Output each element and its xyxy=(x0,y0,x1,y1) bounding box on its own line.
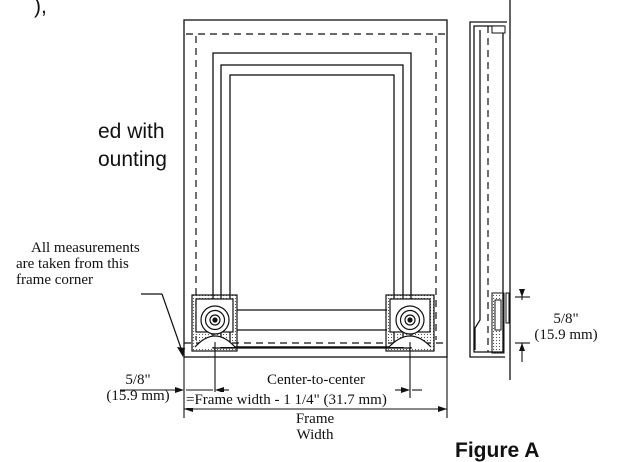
caption-fragment-line1: ed with xyxy=(98,120,165,143)
corner-offset-mm: (15.9 mm) xyxy=(106,388,170,405)
left-bracket xyxy=(191,294,238,352)
callout-text: All measurements are taken from this fra… xyxy=(16,240,140,289)
callout-line1: All measurements xyxy=(31,240,140,256)
callout-arrowhead xyxy=(177,347,185,357)
side-offset-in: 5/8" xyxy=(553,311,579,327)
caption-fragment-top: ), xyxy=(34,0,47,18)
right-bracket xyxy=(385,294,435,352)
frame-width-label: Frame Width xyxy=(270,411,360,443)
callout-leader xyxy=(141,293,184,355)
inner-sash xyxy=(220,64,404,348)
frame-width-line1: Frame xyxy=(291,411,339,428)
corner-offset-in: 5/8" xyxy=(125,372,151,388)
dimension-lines xyxy=(120,342,448,418)
side-view xyxy=(469,0,511,380)
glass-area xyxy=(229,74,395,348)
corner-offset-label: 5/8" (15.9 mm) xyxy=(96,372,180,404)
frame-width-line2: Width xyxy=(296,427,334,444)
side-offset-label: 5/8" (15.9 mm) xyxy=(518,311,614,343)
caption-fragment-line2: ounting xyxy=(98,148,167,171)
center-to-center-label: Center-to-center xyxy=(246,372,386,389)
callout-line3: frame corner xyxy=(16,272,94,289)
outer-sash xyxy=(212,52,412,349)
callout-line2: are taken from this xyxy=(16,256,129,273)
side-offset-mm: (15.9 mm) xyxy=(534,327,598,344)
center-to-center-formula: =Frame width - 1 1/4" (31.7 mm) xyxy=(186,392,387,409)
panel-outline xyxy=(183,19,448,358)
figure-label: Figure A xyxy=(455,439,540,462)
